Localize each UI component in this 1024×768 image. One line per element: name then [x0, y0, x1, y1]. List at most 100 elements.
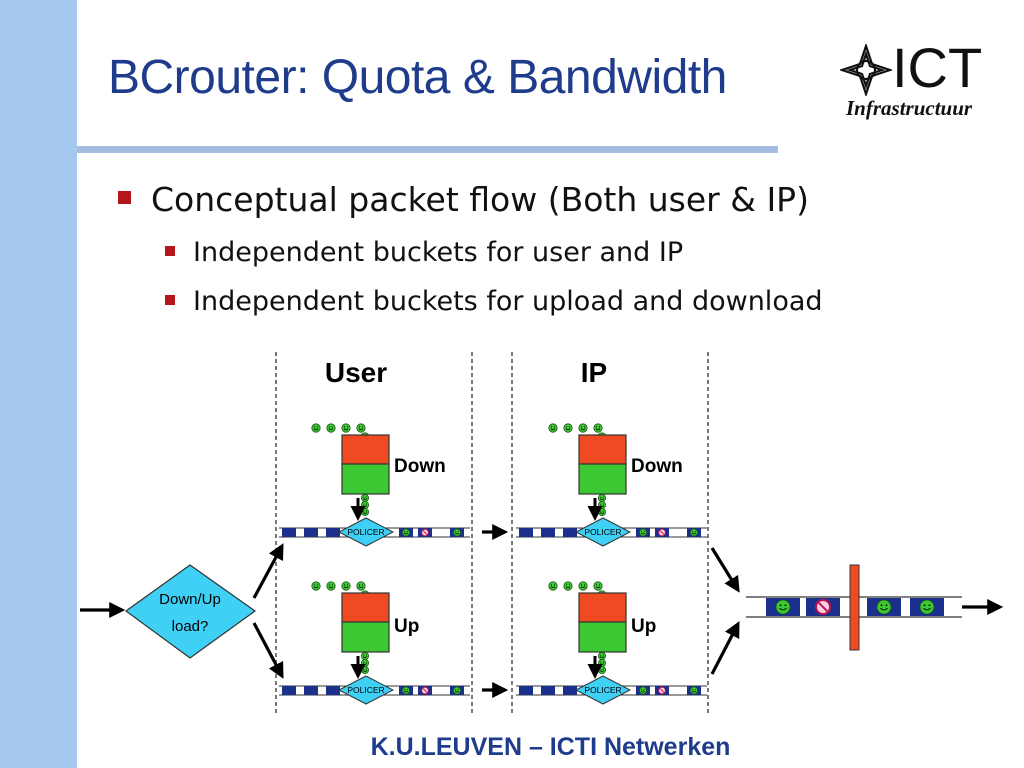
policer-label: POLICER — [584, 685, 621, 695]
token-smiley-icon — [356, 423, 366, 433]
decision-label-line2: load? — [172, 618, 209, 635]
decision-diamond — [124, 564, 257, 659]
bullet-square-icon — [118, 191, 131, 204]
token-smiley-icon — [360, 507, 369, 516]
page-title: BCrouter: Quota & Bandwidth — [108, 51, 727, 104]
bucket-tokens-available — [341, 463, 390, 495]
queued-packet — [541, 686, 555, 695]
ip-down-queue: Down POLICER — [516, 423, 707, 547]
token-smiley-icon — [548, 423, 558, 433]
blocked-packet-icon — [421, 528, 429, 537]
token-smiley-icon — [401, 686, 410, 695]
user-down-queue: Down POLICER — [279, 423, 470, 547]
policer-diamond — [574, 517, 632, 547]
blocked-packet-icon — [658, 528, 666, 537]
footer: K.U.LEUVEN – ICTI Netwerken — [370, 733, 731, 761]
token-smiley-icon — [638, 686, 647, 695]
token-smiley-icon — [876, 599, 892, 615]
bullet-3: Independent buckets for upload and downl… — [165, 286, 823, 317]
token-smiley-icon — [597, 665, 606, 674]
column-label-ip: IP — [581, 357, 607, 388]
blocked-packet-icon — [421, 686, 429, 695]
policer-diamond — [574, 675, 632, 705]
token-smiley-icon — [775, 599, 791, 615]
bucket-tokens-used — [578, 592, 627, 623]
token-smiley-icon — [311, 581, 321, 591]
token-smiley-icon — [311, 423, 321, 433]
sidebar-accent — [0, 0, 77, 768]
bucket-label: Up — [631, 616, 656, 637]
bullet-2: Independent buckets for user and IP — [165, 237, 683, 268]
bullet-1: Conceptual packet flow (Both user & IP) — [118, 180, 809, 219]
bucket-tokens-available — [578, 621, 627, 653]
column-separators — [275, 352, 709, 714]
queued-packet — [282, 686, 296, 695]
token-smiley-icon — [578, 423, 588, 433]
token-smiley-icon — [548, 581, 558, 591]
queued-packet — [563, 528, 577, 537]
token-smiley-icon — [597, 500, 606, 509]
token-smiley-icon — [578, 581, 588, 591]
queued-packet — [326, 686, 340, 695]
bucket-tokens-used — [341, 434, 390, 465]
bucket-tokens-used — [578, 434, 627, 465]
bucket-tokens-available — [341, 621, 390, 653]
bucket-label: Down — [394, 456, 446, 477]
bullet-1-text: Conceptual packet flow (Both user & IP) — [151, 180, 809, 219]
token-smiley-icon — [341, 581, 351, 591]
blocked-packet-icon — [815, 599, 831, 615]
flow-arrows — [80, 524, 1004, 698]
token-smiley-icon — [689, 686, 698, 695]
token-smiley-icon — [360, 658, 369, 667]
token-smiley-icon — [360, 651, 369, 660]
bullet-3-text: Independent buckets for upload and downl… — [193, 286, 823, 317]
ict-logo: ICT Infrastructuur — [836, 38, 1006, 122]
token-smiley-icon — [360, 665, 369, 674]
token-smiley-icon — [593, 581, 603, 591]
column-label-user: User — [325, 357, 387, 388]
token-smiley-icon — [360, 493, 369, 502]
token-smiley-icon — [593, 423, 603, 433]
token-smiley-icon — [919, 599, 935, 615]
ip-up-queue: Up POLICER — [516, 581, 707, 705]
blocked-packet-icon — [658, 686, 666, 695]
token-smiley-icon — [597, 493, 606, 502]
policer-label: POLICER — [347, 527, 384, 537]
queued-packet — [304, 686, 318, 695]
bucket-tokens-available — [578, 463, 627, 495]
queued-packet — [326, 528, 340, 537]
policer-diamond — [337, 675, 395, 705]
token-smiley-icon — [597, 507, 606, 516]
bullet-square-icon — [165, 245, 175, 256]
policer-diamond — [337, 517, 395, 547]
token-smiley-icon — [360, 500, 369, 509]
title-underline — [77, 146, 778, 153]
output-stage — [746, 564, 962, 651]
token-smiley-icon — [638, 528, 647, 537]
user-up-queue: Up POLICER — [279, 581, 470, 705]
queued-packet — [519, 686, 533, 695]
output-policer-bar — [849, 564, 860, 651]
bucket-label: Up — [394, 616, 419, 637]
token-smiley-icon — [597, 658, 606, 667]
policer-label: POLICER — [347, 685, 384, 695]
queued-packet — [519, 528, 533, 537]
token-smiley-icon — [341, 423, 351, 433]
decision-label-line1: Down/Up — [159, 591, 221, 608]
policer-label: POLICER — [584, 527, 621, 537]
token-smiley-icon — [563, 581, 573, 591]
token-smiley-icon — [452, 528, 461, 537]
token-smiley-icon — [326, 423, 336, 433]
compass-icon — [840, 44, 892, 96]
bullet-square-icon — [165, 294, 175, 305]
token-smiley-icon — [597, 651, 606, 660]
bullet-2-text: Independent buckets for user and IP — [193, 237, 684, 268]
token-smiley-icon — [689, 528, 698, 537]
token-smiley-icon — [401, 528, 410, 537]
queued-packet — [563, 686, 577, 695]
token-smiley-icon — [356, 581, 366, 591]
logo-text: ICT — [892, 36, 983, 99]
token-smiley-icon — [563, 423, 573, 433]
queued-packet — [282, 528, 296, 537]
